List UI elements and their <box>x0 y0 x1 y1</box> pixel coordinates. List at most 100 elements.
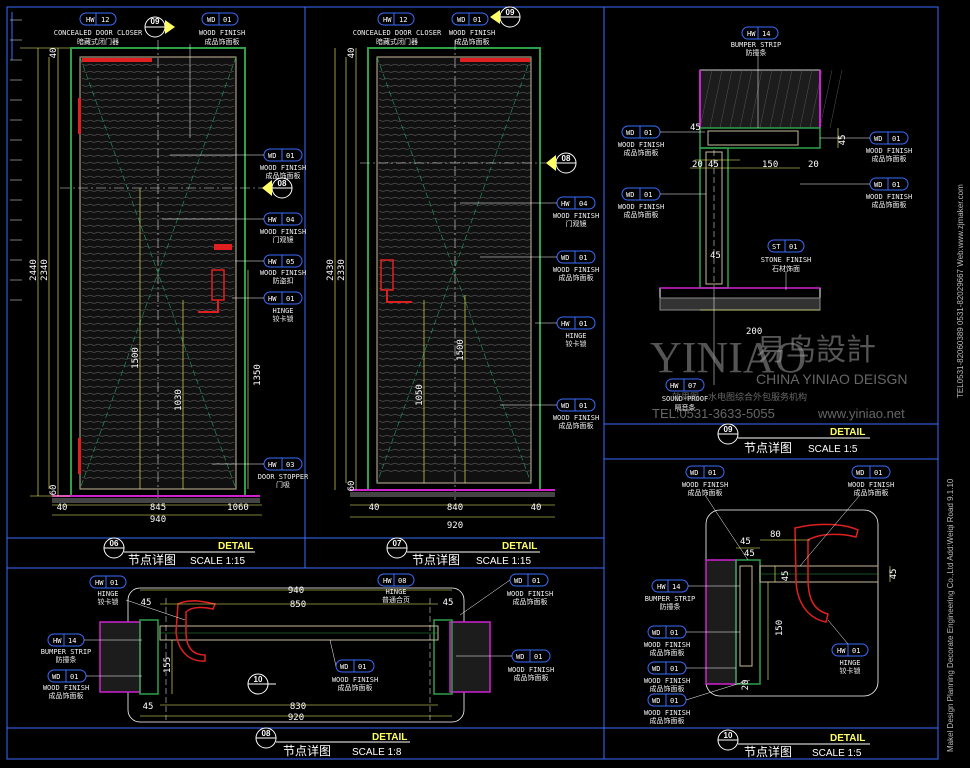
dims-06 <box>20 47 262 516</box>
svg-text:10: 10 <box>254 675 263 684</box>
svg-text:WD: WD <box>516 653 524 661</box>
svg-text:HW: HW <box>747 30 756 38</box>
svg-text:HW: HW <box>268 216 277 224</box>
svg-text:铰卡锁: 铰卡锁 <box>840 666 861 675</box>
svg-text:成品饰面板: 成品饰面板 <box>854 488 889 497</box>
dim-07-w4: 920 <box>447 521 463 531</box>
svg-text:WD: WD <box>626 129 634 137</box>
dim-06-v2: 1030 <box>174 389 184 411</box>
dim-08-l: 45 <box>141 598 152 608</box>
handle-06 <box>198 300 219 313</box>
svg-text:成品饰面板: 成品饰面板 <box>650 716 685 725</box>
dim-09-e: 20 <box>808 160 819 170</box>
svg-text:成品饰面板: 成品饰面板 <box>455 37 490 46</box>
sheet-frame <box>6 6 939 760</box>
title-block-07: 07 DETAIL 节点详图 SCALE 1:15 <box>386 537 540 567</box>
svg-text:14: 14 <box>672 583 680 591</box>
svg-text:14: 14 <box>68 637 76 645</box>
svg-text:07: 07 <box>393 539 402 548</box>
tag-hw04-06: HW 04 <box>263 212 303 226</box>
dim-06-v3: 1350 <box>253 364 263 386</box>
dims-08 <box>140 589 452 717</box>
svg-text:节点详图: 节点详图 <box>283 743 331 758</box>
svg-text:01: 01 <box>579 320 587 328</box>
svg-text:09: 09 <box>506 8 515 17</box>
door-elevation-06 <box>52 40 275 503</box>
svg-text:04: 04 <box>579 200 587 208</box>
callouts-09: HW 14 BUMPER STRIP 防撞条 WD 01 WOOD FINISH 成… <box>618 26 912 412</box>
svg-text:成品饰面板: 成品饰面板 <box>624 148 659 157</box>
dim-09-g: 200 <box>746 327 762 337</box>
svg-text:SCALE 1:5: SCALE 1:5 <box>808 444 858 455</box>
svg-text:HINGE: HINGE <box>272 307 293 315</box>
svg-text:石材饰面: 石材饰面 <box>772 264 800 273</box>
svg-text:01: 01 <box>670 697 678 705</box>
svg-text:BUMPER STRIP: BUMPER STRIP <box>731 41 782 49</box>
svg-text:01: 01 <box>892 135 900 143</box>
svg-text:铰卡锁: 铰卡锁 <box>98 597 119 606</box>
svg-text:WOOD FINISH: WOOD FINISH <box>644 709 690 717</box>
svg-text:成品饰面板: 成品饰面板 <box>624 210 659 219</box>
dim-08-mid: 850 <box>290 600 306 610</box>
svg-text:HW: HW <box>561 320 570 328</box>
svg-text:防撞条: 防撞条 <box>746 48 767 57</box>
svg-text:WD: WD <box>340 663 348 671</box>
svg-text:HW: HW <box>657 583 666 591</box>
dim-09-b: 20 <box>692 160 703 170</box>
svg-text:成品饰面板: 成品饰面板 <box>872 200 907 209</box>
svg-text:WOOD FINISH: WOOD FINISH <box>332 676 378 684</box>
svg-text:BUMPER STRIP: BUMPER STRIP <box>645 595 696 603</box>
dims-07 <box>334 48 555 518</box>
dim-10-e: 20 <box>741 680 751 691</box>
svg-text:WOOD FINISH: WOOD FINISH <box>508 666 554 674</box>
svg-text:05: 05 <box>286 258 294 266</box>
dim-06-h1: 2440 <box>29 259 39 281</box>
svg-text:01: 01 <box>874 469 882 477</box>
svg-text:01: 01 <box>708 469 716 477</box>
svg-text:铰卡锁: 铰卡锁 <box>273 314 294 323</box>
svg-text:03: 03 <box>286 461 294 469</box>
dim-09-f: 45 <box>710 251 721 261</box>
sect-08-06: 08 <box>262 177 293 199</box>
watermark-tel: TEL:0531-3633-5055 <box>652 406 775 421</box>
svg-text:01: 01 <box>223 16 231 24</box>
dim-07-b: 60 <box>347 481 357 492</box>
svg-text:SCALE 1:5: SCALE 1:5 <box>812 748 862 759</box>
dim-06-w3: 1060 <box>227 503 249 513</box>
svg-text:09: 09 <box>724 425 733 434</box>
svg-text:WD: WD <box>690 469 698 477</box>
svg-text:WD: WD <box>626 191 634 199</box>
svg-text:01: 01 <box>644 191 652 199</box>
svg-text:成品饰面板: 成品饰面板 <box>559 273 594 282</box>
svg-text:HW: HW <box>561 200 570 208</box>
svg-text:WOOD FINISH: WOOD FINISH <box>618 203 664 211</box>
svg-text:WOOD FINISH: WOOD FINISH <box>507 590 553 598</box>
svg-text:CONCEALED DOOR CLOSER: CONCEALED DOOR CLOSER <box>54 29 143 37</box>
dim-07-h2: 2330 <box>337 259 347 281</box>
svg-text:14: 14 <box>762 30 770 38</box>
svg-text:DETAIL: DETAIL <box>372 732 407 743</box>
svg-text:01: 01 <box>70 673 78 681</box>
svg-text:DETAIL: DETAIL <box>502 541 537 552</box>
svg-text:10: 10 <box>724 731 733 740</box>
svg-text:01: 01 <box>670 665 678 673</box>
svg-text:成品饰面板: 成品饰面板 <box>559 421 594 430</box>
svg-text:BUMPER STRIP: BUMPER STRIP <box>41 648 92 656</box>
svg-text:04: 04 <box>286 216 294 224</box>
door-closer-06 <box>82 58 152 62</box>
svg-text:WOOD FINISH: WOOD FINISH <box>848 481 894 489</box>
dim-08-top: 940 <box>288 586 304 596</box>
svg-text:防盗扣: 防盗扣 <box>273 276 294 285</box>
svg-text:WOOD FINISH: WOOD FINISH <box>644 677 690 685</box>
side-text-left: Makel Design Planning Decorate Engineeri… <box>946 478 955 752</box>
dim-09-c: 45 <box>708 160 719 170</box>
svg-text:06: 06 <box>110 539 119 548</box>
svg-text:SCALE 1:15: SCALE 1:15 <box>476 556 531 567</box>
svg-text:STONE FINISH: STONE FINISH <box>761 256 812 264</box>
